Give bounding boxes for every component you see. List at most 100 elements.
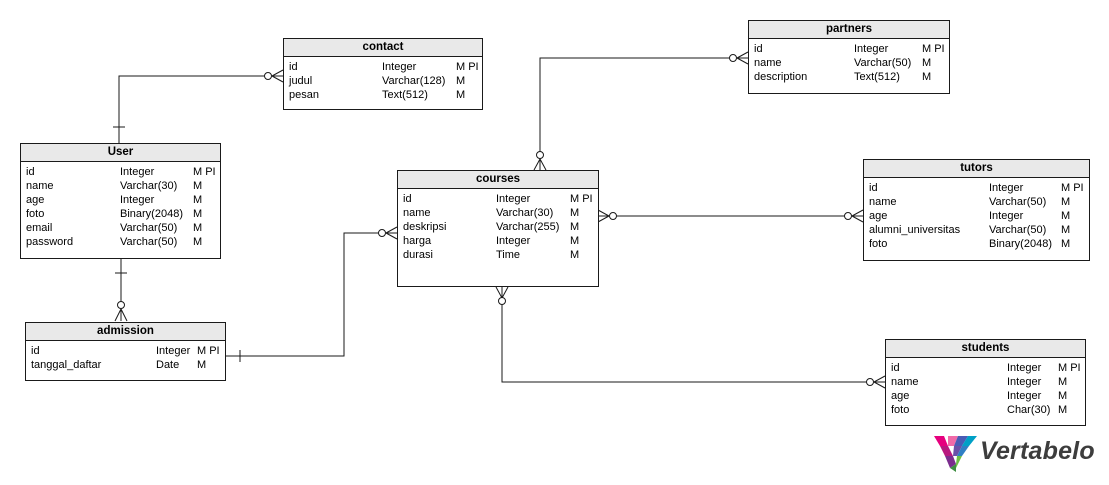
table-title: User <box>21 144 220 162</box>
column-type: Integer <box>989 210 1024 222</box>
crowfoot-courses-top <box>533 158 547 171</box>
column-type: Text(512) <box>854 71 900 83</box>
column-flags: M <box>193 208 203 220</box>
column-type: Varchar(30) <box>496 207 554 219</box>
relationship-user-contact <box>118 75 268 143</box>
column-name: harga <box>403 235 432 247</box>
column-flags: M PI <box>1058 362 1081 374</box>
column-flags: M <box>1061 196 1071 208</box>
zero-marker-courses-top <box>536 151 544 159</box>
column-name: alumni_universitas <box>869 224 961 236</box>
column-name: judul <box>289 75 313 87</box>
column-name: name <box>403 207 431 219</box>
zero-marker-tutors <box>844 212 852 220</box>
column-type: Integer <box>1007 390 1042 402</box>
table-title: admission <box>26 323 225 341</box>
table-title: partners <box>749 21 949 39</box>
column-name: deskripsi <box>403 221 447 233</box>
crowfoot-partners <box>736 51 749 65</box>
column-name: email <box>26 222 53 234</box>
column-type: Varchar(50) <box>120 222 178 234</box>
column-row: id Integer M PI <box>891 361 1081 375</box>
column-name: id <box>754 43 763 55</box>
column-flags: M <box>193 180 203 192</box>
column-name: tanggal_daftar <box>31 359 102 371</box>
column-name: foto <box>26 208 45 220</box>
column-type: Varchar(30) <box>120 180 178 192</box>
column-row: age Integer M <box>869 209 1084 223</box>
column-type: Integer <box>1007 362 1042 374</box>
column-type: Integer <box>1007 376 1042 388</box>
crowfoot-admission <box>114 308 128 322</box>
zero-marker-courses-bottom <box>498 297 506 305</box>
column-type: Integer <box>989 182 1024 194</box>
column-flags: M <box>1058 404 1068 416</box>
column-type: Text(512) <box>382 89 428 101</box>
column-flags: M <box>1061 224 1071 236</box>
column-type: Varchar(50) <box>854 57 912 69</box>
column-flags: M PI <box>570 193 593 205</box>
column-flags: M PI <box>922 43 945 55</box>
column-name: age <box>869 210 888 222</box>
zero-marker-admission <box>117 301 125 309</box>
column-name: password <box>26 236 74 248</box>
column-flags: M <box>1061 210 1071 222</box>
column-flags: M <box>570 207 580 219</box>
column-flags: M PI <box>197 345 220 357</box>
relationship-courses-students <box>501 301 870 383</box>
column-type: Integer <box>120 194 155 206</box>
column-flags: M <box>193 236 203 248</box>
column-name: id <box>31 345 40 357</box>
column-name: foto <box>891 404 910 416</box>
column-flags: M <box>922 71 932 83</box>
column-flags: M <box>197 359 207 371</box>
column-name: id <box>26 166 35 178</box>
column-name: id <box>403 193 412 205</box>
crowfoot-courses-right <box>597 209 610 223</box>
column-flags: M PI <box>193 166 216 178</box>
crowfoot-contact <box>271 69 284 83</box>
column-name: name <box>869 196 897 208</box>
crowfoot-courses-left <box>385 226 398 240</box>
column-type: Char(30) <box>1007 404 1051 416</box>
column-name: id <box>891 362 900 374</box>
column-type: Binary(2048) <box>120 208 183 220</box>
table-title: students <box>886 340 1085 358</box>
crowfoot-courses-bottom <box>495 286 509 299</box>
column-name: id <box>869 182 878 194</box>
column-flags: M <box>193 194 203 206</box>
column-flags: M <box>570 221 580 233</box>
column-flags: M <box>570 249 580 261</box>
column-flags: M PI <box>456 61 479 73</box>
column-type: Varchar(128) <box>382 75 446 87</box>
column-name: name <box>26 180 54 192</box>
column-type: Binary(2048) <box>989 238 1052 250</box>
relationship-admission-courses <box>226 232 382 357</box>
vertabelo-logo-icon <box>934 436 977 472</box>
